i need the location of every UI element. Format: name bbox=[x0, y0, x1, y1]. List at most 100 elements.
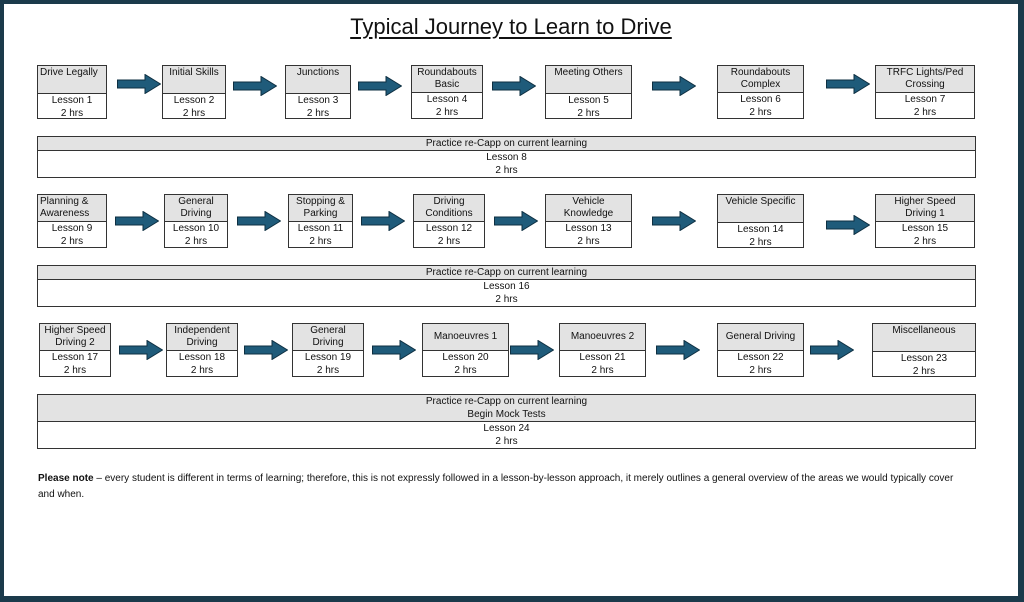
lesson-box: Manoeuvres 2 Lesson 21 2 hrs bbox=[559, 323, 646, 377]
lesson-topic: Driving Conditions bbox=[414, 195, 484, 222]
page-title: Typical Journey to Learn to Drive bbox=[350, 14, 672, 39]
lesson-box: Planning & Awareness Lesson 9 2 hrs bbox=[37, 194, 107, 248]
lesson-topic: Stopping & Parking bbox=[289, 195, 352, 222]
lesson-topic: Roundabouts Basic bbox=[412, 66, 482, 93]
lesson-info: Lesson 21 2 hrs bbox=[560, 351, 645, 377]
lesson-number: Lesson 14 bbox=[737, 224, 784, 235]
arrow-right-icon bbox=[652, 76, 696, 96]
arrow-right-icon bbox=[810, 340, 854, 360]
lesson-box: General Driving Lesson 10 2 hrs bbox=[164, 194, 228, 248]
practice-header-line-2: Begin Mock Tests bbox=[467, 409, 546, 420]
lesson-number: Lesson 4 bbox=[426, 94, 468, 105]
lesson-duration: 2 hrs bbox=[190, 365, 214, 376]
lesson-duration: 2 hrs bbox=[591, 365, 614, 376]
lesson-number: Lesson 19 bbox=[304, 352, 352, 363]
lesson-topic: Meeting Others bbox=[546, 66, 631, 94]
practice-duration: 2 hrs bbox=[495, 294, 518, 305]
arrow-right-icon bbox=[656, 340, 700, 360]
lesson-info: Lesson 12 2 hrs bbox=[414, 222, 484, 248]
lesson-number: Lesson 6 bbox=[740, 94, 781, 105]
lesson-box: Driving Conditions Lesson 12 2 hrs bbox=[413, 194, 485, 248]
lesson-info: Lesson 19 2 hrs bbox=[293, 351, 363, 377]
lesson-duration: 2 hrs bbox=[435, 107, 459, 118]
lesson-number: Lesson 1 bbox=[51, 95, 93, 106]
arrow-right-icon bbox=[361, 211, 405, 231]
practice-lesson: Lesson 24 bbox=[483, 423, 530, 434]
practice-box: Practice re-Capp on current learning Les… bbox=[37, 265, 976, 307]
practice-header: Practice re-Capp on current learning bbox=[38, 137, 975, 151]
practice-lesson: Lesson 8 bbox=[486, 152, 527, 163]
lesson-duration: 2 hrs bbox=[316, 365, 340, 376]
lesson-number: Lesson 5 bbox=[568, 95, 609, 106]
lesson-duration: 2 hrs bbox=[749, 107, 772, 118]
lesson-topic: Miscellaneous bbox=[873, 324, 975, 352]
footnote: Please note – every student is different… bbox=[38, 471, 968, 503]
lesson-duration: 2 hrs bbox=[749, 237, 772, 248]
practice-box: Practice re-Capp on current learning Beg… bbox=[37, 394, 976, 449]
lesson-duration: 2 hrs bbox=[437, 236, 461, 247]
lesson-number: Lesson 21 bbox=[579, 352, 626, 363]
lesson-info: Lesson 23 2 hrs bbox=[873, 352, 975, 378]
lesson-duration: 2 hrs bbox=[306, 108, 330, 119]
arrow-right-icon bbox=[119, 340, 163, 360]
lesson-topic: Drive Legally bbox=[38, 66, 106, 94]
lesson-number: Lesson 12 bbox=[425, 223, 473, 234]
lesson-number: Lesson 10 bbox=[172, 223, 220, 234]
lesson-topic: General Driving bbox=[165, 195, 227, 222]
lesson-number: Lesson 15 bbox=[901, 223, 949, 234]
lesson-topic: Initial Skills bbox=[163, 66, 225, 94]
lesson-duration: 2 hrs bbox=[63, 365, 87, 376]
lesson-duration: 2 hrs bbox=[454, 365, 477, 376]
lesson-number: Lesson 2 bbox=[173, 95, 215, 106]
lesson-duration: 2 hrs bbox=[912, 366, 936, 377]
lesson-topic: Roundabouts Complex bbox=[718, 66, 803, 93]
lesson-topic: General Driving bbox=[293, 324, 363, 351]
arrow-right-icon bbox=[652, 211, 696, 231]
lesson-topic: Manoeuvres 2 bbox=[560, 324, 645, 351]
practice-lesson: Lesson 16 bbox=[483, 281, 530, 292]
lesson-number: Lesson 7 bbox=[904, 94, 946, 105]
practice-header-line: Practice re-Capp on current learning bbox=[425, 396, 588, 407]
lesson-duration: 2 hrs bbox=[309, 236, 332, 247]
lesson-info: Lesson 6 2 hrs bbox=[718, 93, 803, 119]
lesson-topic: TRFC Lights/Ped Crossing bbox=[876, 66, 974, 93]
arrow-right-icon bbox=[358, 76, 402, 96]
lesson-duration: 2 hrs bbox=[184, 236, 208, 247]
footnote-text: – every student is different in terms of… bbox=[38, 473, 954, 500]
lesson-box: Miscellaneous Lesson 23 2 hrs bbox=[872, 323, 976, 377]
lesson-topic: Planning & Awareness bbox=[38, 195, 106, 222]
lesson-topic: General Driving bbox=[718, 324, 803, 351]
lesson-number: Lesson 9 bbox=[51, 223, 93, 234]
lesson-duration: 2 hrs bbox=[60, 236, 84, 247]
lesson-number: Lesson 18 bbox=[178, 352, 226, 363]
page: Typical Journey to Learn to Drive Drive … bbox=[4, 4, 1018, 596]
lesson-info: Lesson 4 2 hrs bbox=[412, 93, 482, 119]
practice-duration: 2 hrs bbox=[495, 436, 518, 447]
lesson-number: Lesson 20 bbox=[442, 352, 489, 363]
arrow-right-icon bbox=[115, 211, 159, 231]
arrow-right-icon bbox=[244, 340, 288, 360]
lesson-box: Roundabouts Basic Lesson 4 2 hrs bbox=[411, 65, 483, 119]
arrow-right-icon bbox=[372, 340, 416, 360]
lesson-topic: Higher Speed Driving 1 bbox=[876, 195, 974, 222]
lesson-number: Lesson 23 bbox=[900, 353, 948, 364]
arrow-right-icon bbox=[494, 211, 538, 231]
arrow-right-icon bbox=[510, 340, 554, 360]
lesson-info: Lesson 10 2 hrs bbox=[165, 222, 227, 248]
